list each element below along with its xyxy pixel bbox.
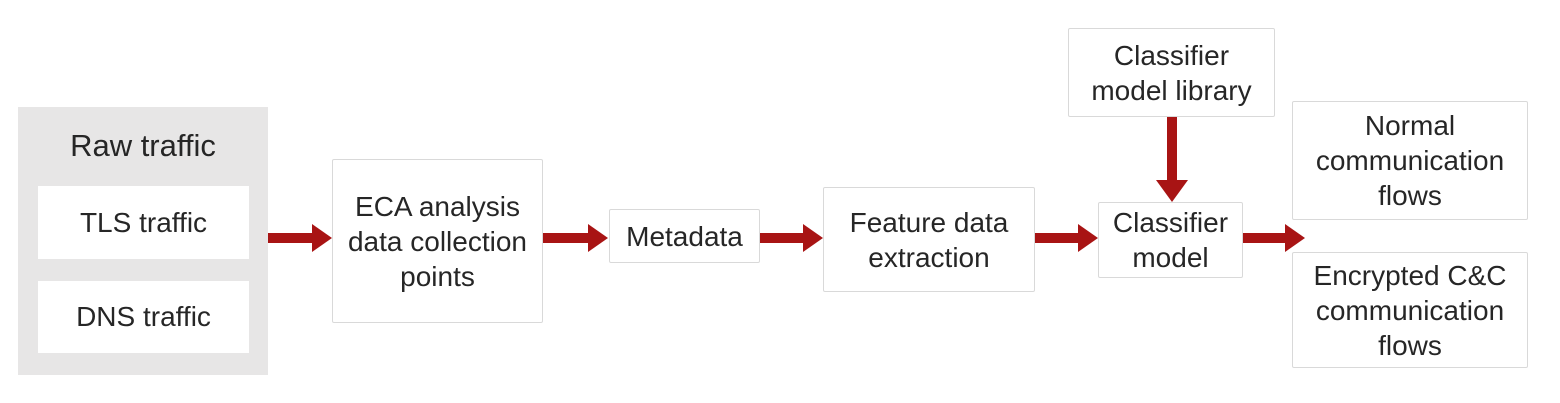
arrow-head-icon (1078, 224, 1098, 252)
node-normal-flows: Normal communication flows (1292, 101, 1528, 220)
node-classifier-model: Classifier model (1098, 202, 1243, 278)
arrow-metadata-to-feature (760, 224, 823, 252)
node-classifier-model-library: Classifier model library (1068, 28, 1275, 117)
arrow-head-icon (312, 224, 332, 252)
arrow-eca-to-metadata (543, 224, 608, 252)
arrow-feature-to-classifier (1035, 224, 1098, 252)
node-metadata: Metadata (609, 209, 760, 263)
arrow-head-icon (1156, 180, 1188, 202)
raw-traffic-title: Raw traffic (70, 128, 216, 163)
arrow-classifier-to-outputs (1243, 224, 1305, 252)
arrow-head-icon (1285, 224, 1305, 252)
node-dns-traffic: DNS traffic (38, 281, 249, 353)
arrow-shaft (1035, 233, 1080, 243)
arrow-head-icon (803, 224, 823, 252)
arrow-raw-to-eca (268, 224, 332, 252)
node-eca-collection: ECA analysis data collection points (332, 159, 543, 323)
node-tls-traffic: TLS traffic (38, 186, 249, 259)
arrow-shaft (760, 233, 805, 243)
arrow-head-icon (588, 224, 608, 252)
arrow-shaft (268, 233, 314, 243)
arrow-shaft (543, 233, 590, 243)
raw-traffic-group: Raw traffic TLS traffic DNS traffic (18, 107, 268, 375)
node-encrypted-cc-flows: Encrypted C&C communication flows (1292, 252, 1528, 368)
arrow-shaft (1243, 233, 1287, 243)
node-feature-extraction: Feature data extraction (823, 187, 1035, 292)
arrow-shaft (1167, 117, 1177, 182)
arrow-library-to-classifier (1156, 117, 1188, 202)
